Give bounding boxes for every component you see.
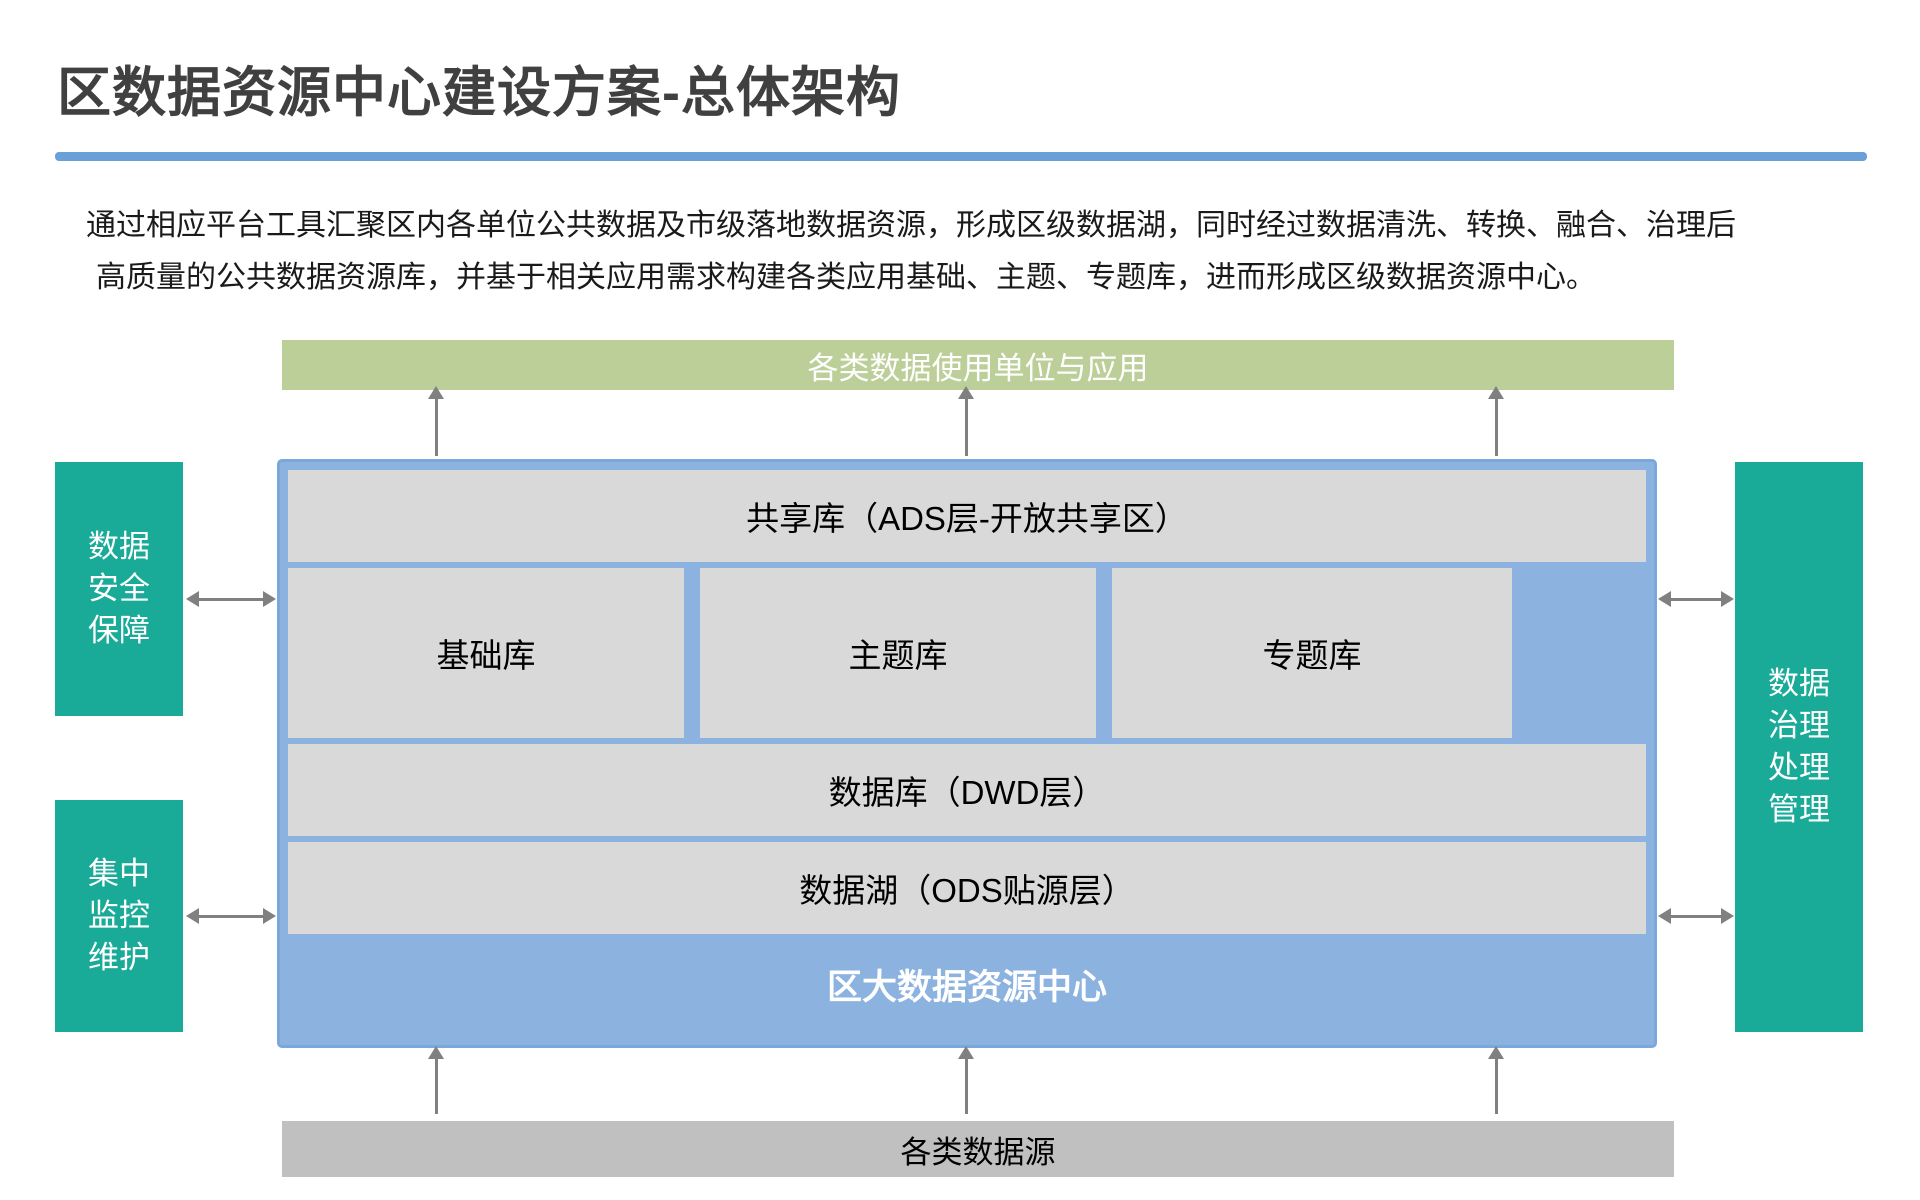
arrow-right-governance-top-icon [1658,591,1734,607]
core-center-label: 区大数据资源中心 [283,954,1651,1014]
arrow-left-security-icon [186,591,276,607]
arrow-source-center-icon [958,1046,974,1114]
pillar-governance-line-4: 管理 [1768,792,1830,827]
pillar-monitor-line-1: 集中 [88,856,150,891]
pillar-data-security: 数据 安全 保障 [55,462,183,716]
pillar-governance-line-3: 处理 [1768,750,1830,785]
pillar-governance-line-2: 治理 [1768,708,1830,743]
intro-line-1: 通过相应平台工具汇聚区内各单位公共数据及市级落地数据资源，形成区级数据湖，同时经… [86,209,1736,242]
sources-bar: 各类数据源 [282,1121,1674,1177]
arrow-source-right-icon [1488,1046,1504,1114]
arrow-right-governance-bottom-icon [1658,908,1734,924]
pillar-monitor-line-2: 监控 [88,898,150,933]
title-underline-rule [55,152,1867,161]
pillar-monitor-line-3: 维护 [88,940,150,975]
consumers-bar: 各类数据使用单位与应用 [282,340,1674,390]
arrow-source-left-icon [428,1046,444,1114]
layer-ods-data-lake: 数据湖（ODS贴源层） [288,842,1646,934]
layer-dwd-database: 数据库（DWD层） [288,744,1646,836]
arrow-left-monitoring-icon [186,908,276,924]
sub-library-basic: 基础库 [288,568,684,738]
arrow-up-center-icon [958,386,974,456]
pillar-security-line-3: 保障 [88,613,150,648]
arrow-up-left-icon [428,386,444,456]
intro-line-2: 高质量的公共数据资源库，并基于相关应用需求构建各类应用基础、主题、专题库，进而形… [96,261,1596,294]
intro-paragraph: 通过相应平台工具汇聚区内各单位公共数据及市级落地数据资源，形成区级数据湖，同时经… [82,200,1842,304]
pillar-security-line-1: 数据 [88,529,150,564]
pillar-central-monitoring: 集中 监控 维护 [55,800,183,1032]
page-title: 区数据资源中心建设方案-总体架构 [57,63,901,123]
layer-ads-shared-library: 共享库（ADS层-开放共享区） [288,470,1646,562]
sub-library-topic: 专题库 [1112,568,1512,738]
pillar-security-line-2: 安全 [88,571,150,606]
pillar-governance-line-1: 数据 [1768,666,1830,701]
sub-library-theme: 主题库 [700,568,1096,738]
pillar-data-governance: 数据 治理 处理 管理 [1735,462,1863,1032]
arrow-up-right-icon [1488,386,1504,456]
